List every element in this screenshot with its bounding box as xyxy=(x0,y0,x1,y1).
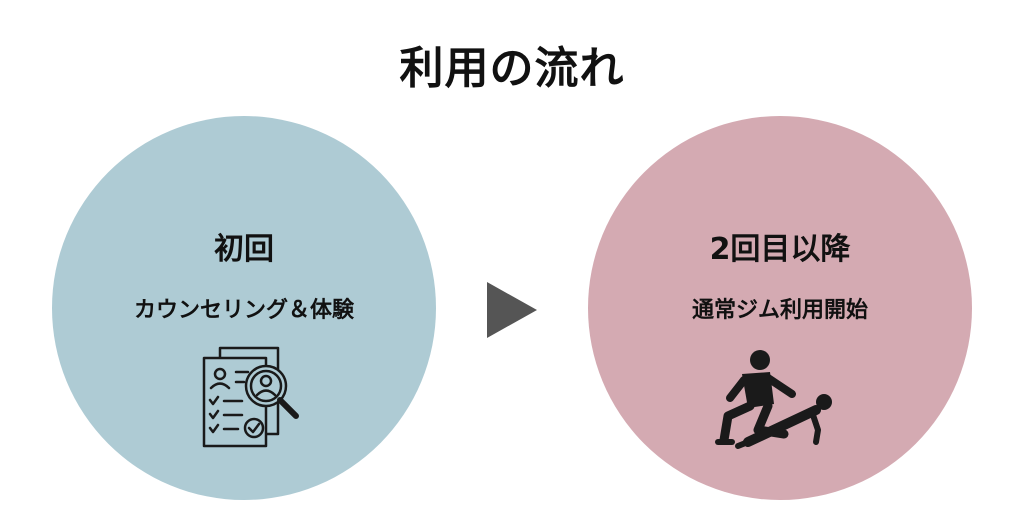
page-title: 利用の流れ xyxy=(399,43,625,94)
step-first-subtitle: カウンセリング＆体験 xyxy=(133,298,354,323)
step-first-circle: 初回 カウンセリング＆体験 xyxy=(52,116,436,500)
document-search-icon xyxy=(202,346,299,448)
step-first-title: 初回 xyxy=(214,232,274,267)
next-arrow xyxy=(487,282,537,338)
step-second-title: 2回目以降 xyxy=(709,232,851,267)
trainer-pushup-icon xyxy=(715,350,832,449)
step-second-circle: 2回目以降 通常ジム利用開始 xyxy=(588,116,972,500)
step-second-subtitle: 通常ジム利用開始 xyxy=(691,298,868,323)
